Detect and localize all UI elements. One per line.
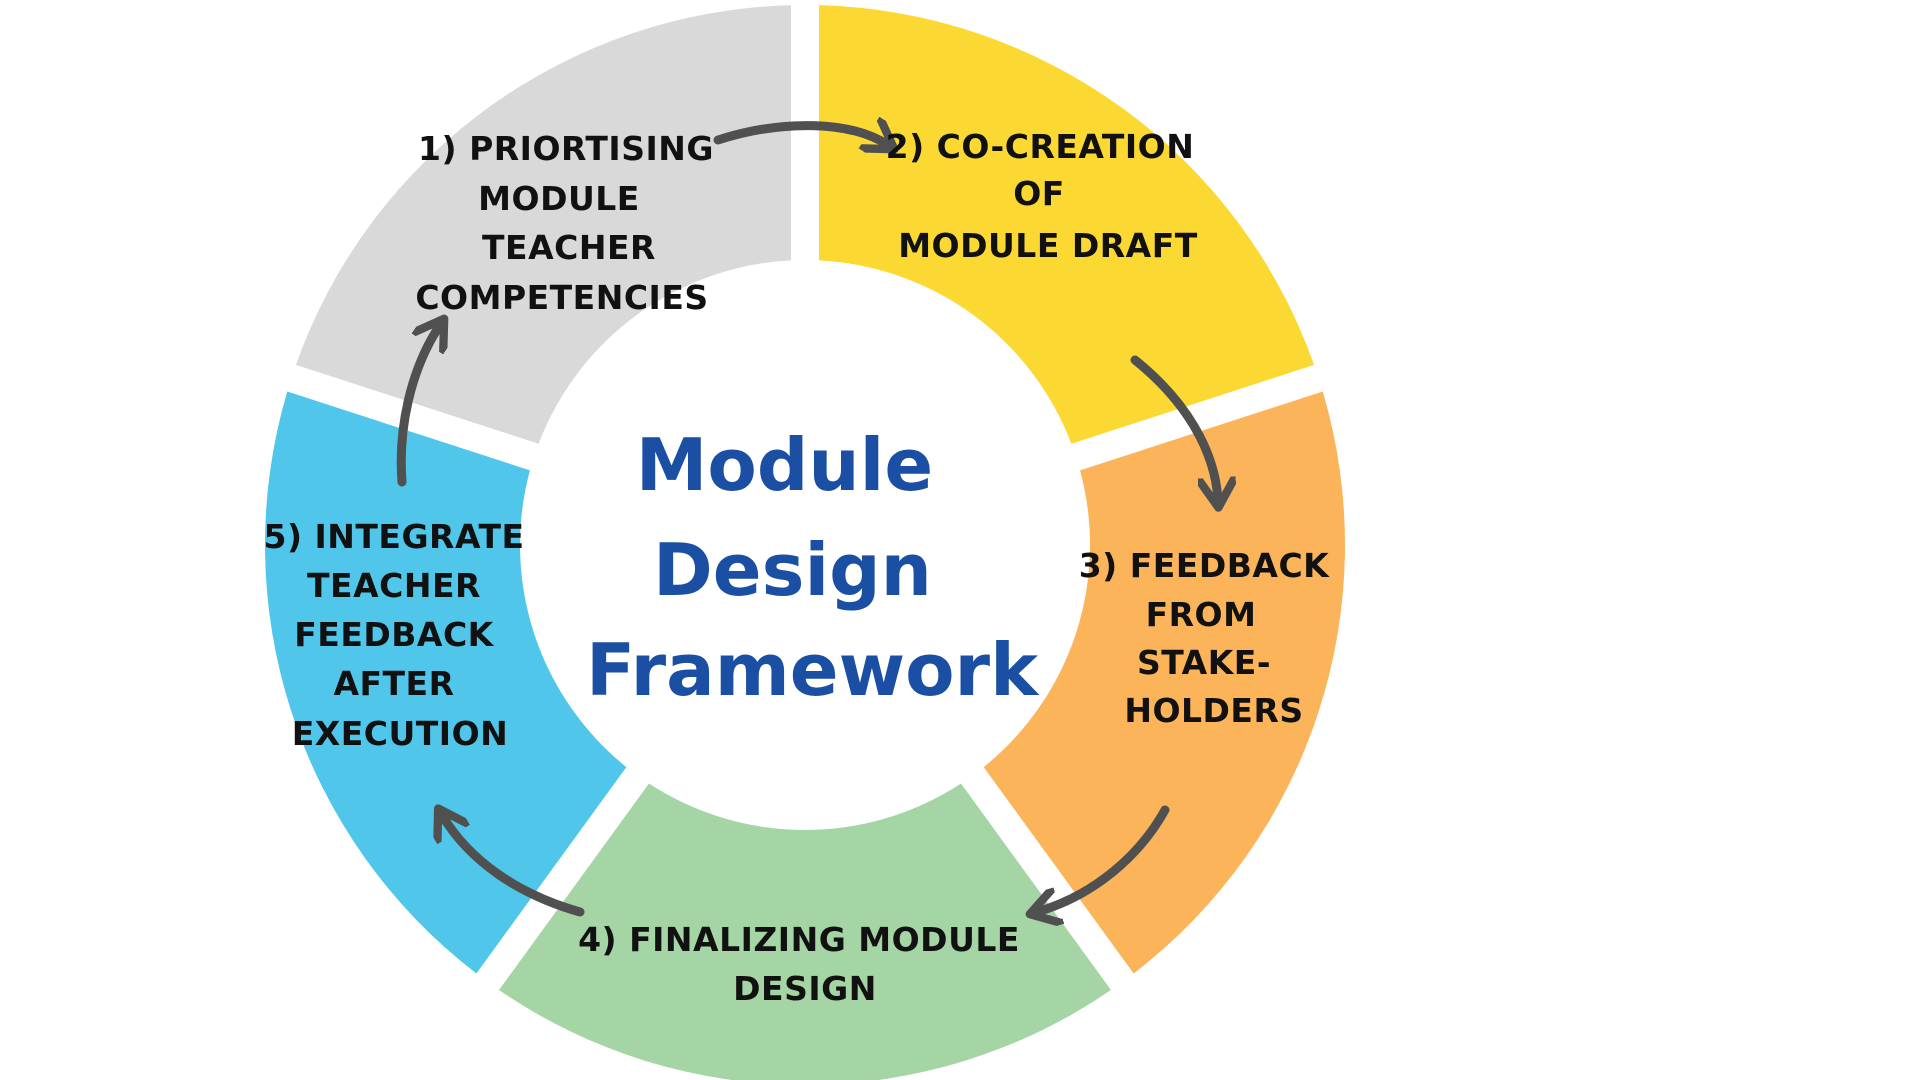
arrow-3-to-4	[1037, 805, 1170, 912]
label-step-3-line: HOLDERS	[1124, 691, 1303, 730]
label-step-3: 3) FEEDBACK FROM STAKE- HOLDERS	[1079, 546, 1342, 730]
label-step-5-line: FEEDBACK	[294, 615, 494, 654]
center-title-line: Design	[653, 528, 932, 612]
label-step-5-line: AFTER	[333, 664, 454, 703]
label-step-1-line: MODULE	[478, 179, 640, 218]
label-step-5-line: TEACHER	[307, 566, 481, 605]
cycle-arrows	[396, 126, 1218, 917]
label-step-3-line: 3) FEEDBACK	[1079, 546, 1330, 585]
segment-labels: 1) PRIORTISING MODULE TEACHER COMPETENCI…	[263, 127, 1342, 1008]
label-step-2-line: OF	[1013, 174, 1065, 213]
ring-segments	[264, 5, 1345, 1080]
center-title: Module Design Framework	[586, 423, 1040, 712]
label-step-4-line: DESIGN	[733, 969, 877, 1008]
label-step-5-line: 5) INTEGRATE	[263, 517, 524, 556]
segment-integrate-feedback	[264, 391, 627, 974]
segment-co-creation	[818, 5, 1315, 444]
center-title-text: Module Design Framework	[586, 423, 1040, 712]
label-step-3-line: FROM	[1146, 595, 1257, 634]
center-title-line: Module	[636, 423, 933, 507]
arrow-2-to-3	[1130, 355, 1218, 500]
segment-prioritising	[295, 5, 792, 444]
label-step-1-line: 1) PRIORTISING	[418, 129, 714, 168]
segment-finalizing	[499, 783, 1111, 1080]
arrow-4-to-5	[442, 815, 585, 917]
label-step-5: 5) INTEGRATE TEACHER FEEDBACK AFTER EXEC…	[263, 517, 536, 753]
label-step-2-line: MODULE DRAFT	[898, 226, 1198, 265]
label-step-1: 1) PRIORTISING MODULE TEACHER COMPETENCI…	[415, 129, 726, 317]
label-step-4: 4) FINALIZING MODULE DESIGN	[578, 920, 1032, 1008]
arrow-5-to-1	[396, 325, 440, 487]
label-step-3-line: STAKE-	[1137, 643, 1271, 682]
label-step-2: 2) CO-CREATION OF MODULE DRAFT	[886, 127, 1207, 265]
label-step-5-line: EXECUTION	[292, 714, 509, 753]
label-step-2-line: 2) CO-CREATION	[886, 127, 1195, 166]
center-title-line: Framework	[586, 628, 1040, 712]
label-step-4-line: 4) FINALIZING MODULE	[578, 920, 1020, 959]
label-step-1-line: TEACHER	[482, 228, 656, 267]
label-step-1-line: COMPETENCIES	[415, 278, 708, 317]
segment-feedback-stakeholders	[983, 391, 1345, 974]
arrow-1-to-2	[713, 126, 888, 145]
